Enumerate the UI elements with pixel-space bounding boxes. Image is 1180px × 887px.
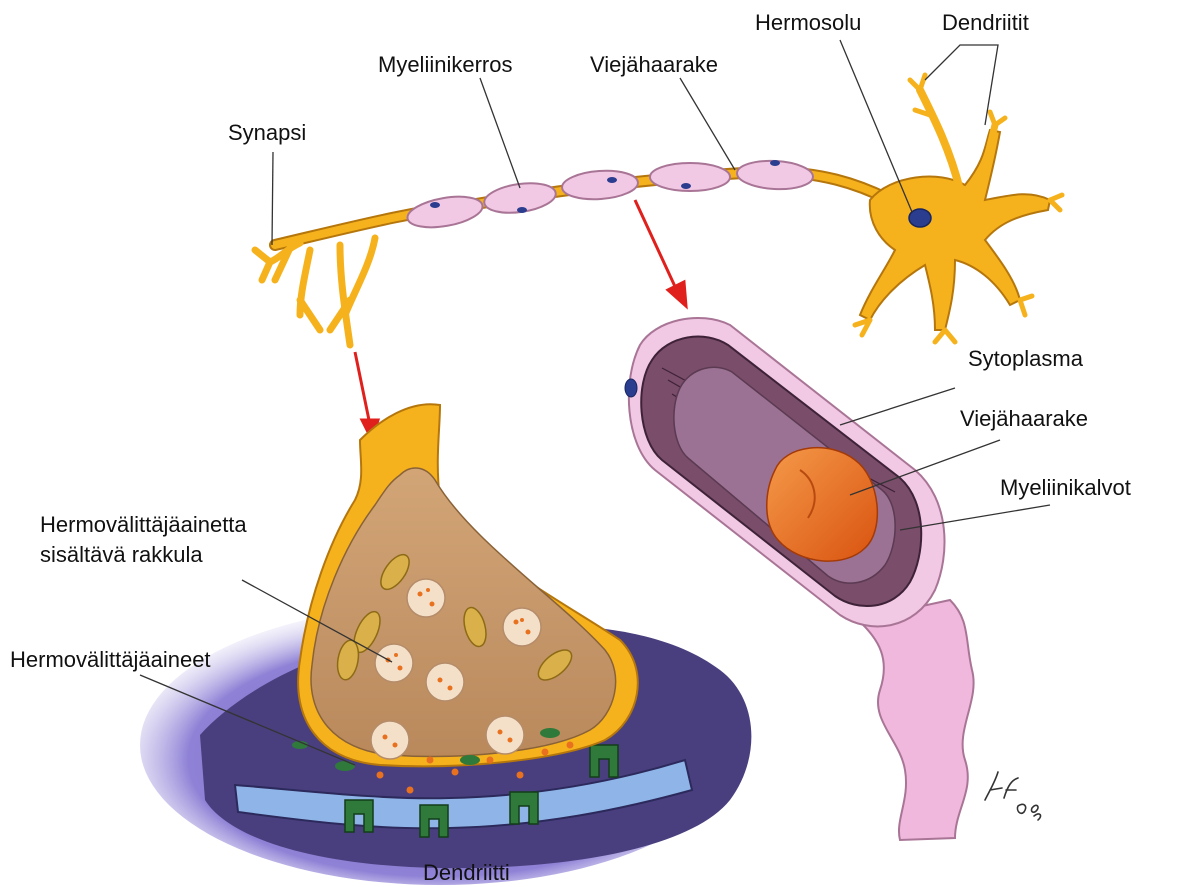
myelin-segment <box>561 168 639 201</box>
label-sytoplasma: Sytoplasma <box>968 346 1084 371</box>
label-hermovalittajaaineet: Hermovälittäjäaineet <box>10 647 211 672</box>
dendrite-upper <box>920 90 960 190</box>
vesicle <box>486 716 524 754</box>
label-viejahaarake: Viejähaarake <box>590 52 718 77</box>
vesicle <box>375 644 413 682</box>
arrow-head <box>668 282 686 306</box>
label-rakkula-line2: sisältävä rakkula <box>40 542 203 567</box>
label-myeliinikerros: Myeliinikerros <box>378 52 512 77</box>
label-synapsi: Synapsi <box>228 120 306 145</box>
label-hermosolu: Hermosolu <box>755 10 861 35</box>
vesicle <box>426 663 464 701</box>
axon-fiber-tail <box>858 600 974 840</box>
label-myeliinikalvot: Myeliinikalvot <box>1000 475 1131 500</box>
label-dendriitti: Dendriitti <box>423 860 510 885</box>
neuron-illustration <box>255 75 1062 345</box>
myelin-segments <box>405 159 814 232</box>
arrow-to-synapse <box>355 352 370 425</box>
label-dendriitit: Dendriitit <box>942 10 1029 35</box>
label-rakkula-line1: Hermovälittäjäainetta <box>40 512 247 537</box>
label-viejahaarake-section: Viejähaarake <box>960 406 1088 431</box>
vesicle <box>503 608 541 646</box>
myelin-segment <box>405 192 485 233</box>
artist-signature <box>985 772 1041 820</box>
schwann-nucleus <box>625 379 637 397</box>
synapse-illustration <box>140 404 751 885</box>
vesicle <box>371 721 409 759</box>
axon-core <box>767 448 878 561</box>
vesicle <box>407 579 445 617</box>
axon-terminals <box>255 238 375 345</box>
arrow-to-section <box>635 200 678 293</box>
